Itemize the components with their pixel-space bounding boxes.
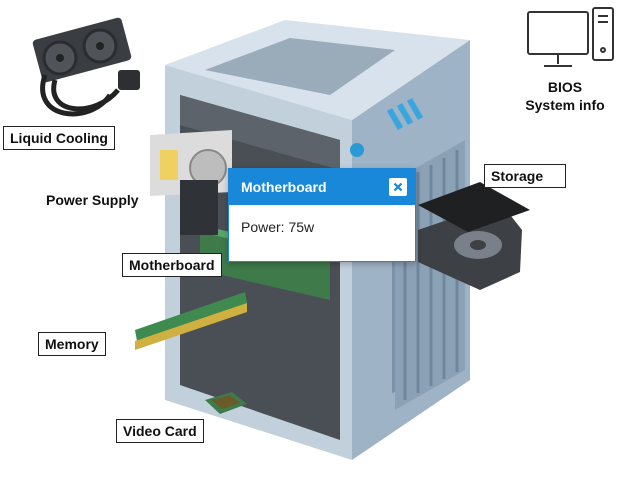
label-power-supply[interactable]: Power Supply — [46, 192, 139, 208]
bios-line-1: BIOS — [547, 79, 583, 95]
label-bios[interactable]: BIOS System info — [520, 78, 610, 114]
label-liquid-cooling[interactable]: Liquid Cooling — [3, 126, 115, 150]
close-icon — [393, 182, 403, 192]
popup-header: Motherboard — [229, 169, 415, 205]
label-video-card[interactable]: Video Card — [116, 419, 204, 443]
memory-graphic — [135, 292, 247, 341]
label-motherboard[interactable]: Motherboard — [122, 253, 222, 277]
computer-monitor-icon — [527, 7, 614, 67]
power-button-graphic — [350, 143, 364, 157]
label-storage[interactable]: Storage — [484, 164, 566, 188]
popup-title: Motherboard — [241, 179, 327, 195]
bios-line-2: System info — [525, 97, 605, 113]
motherboard-popup: Motherboard Power: 75w — [228, 168, 416, 262]
popup-close-button[interactable] — [389, 178, 407, 196]
popup-body: Power: 75w — [241, 219, 315, 235]
liquid-cooling-graphic — [32, 17, 140, 117]
label-memory[interactable]: Memory — [38, 332, 106, 356]
